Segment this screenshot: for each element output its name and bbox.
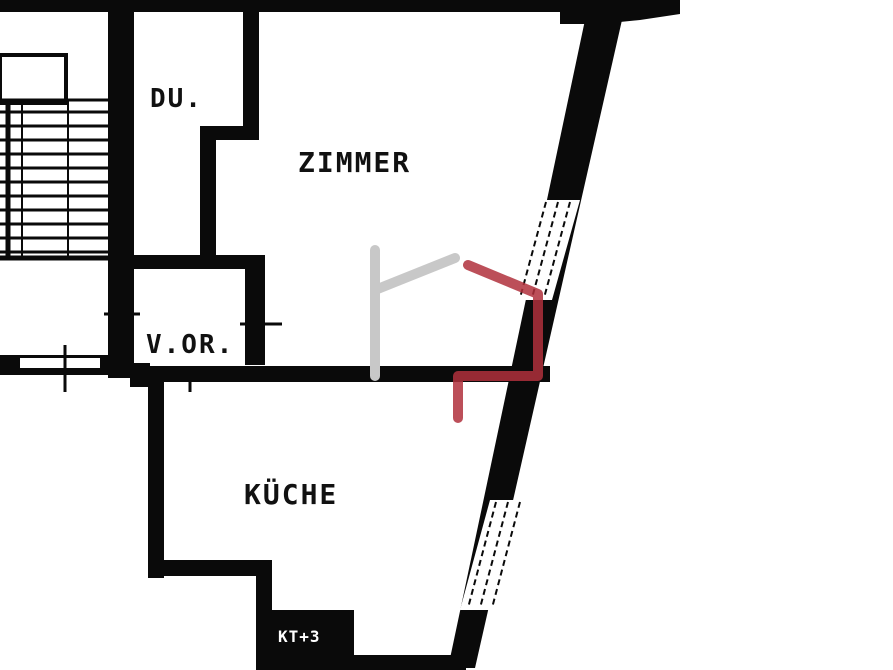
- room-label-kueche: KÜCHE: [244, 478, 339, 511]
- vor-walls: [130, 255, 550, 387]
- red-marker: [453, 260, 543, 423]
- room-label-kt: KT+3: [278, 627, 321, 646]
- du-walls: [130, 12, 265, 269]
- room-label-vor: V.OR.: [146, 330, 235, 360]
- gray-marker: [370, 245, 460, 381]
- staircase: [0, 53, 108, 261]
- window-lower: [460, 500, 528, 610]
- room-label-zimmer: ZIMMER: [298, 146, 412, 179]
- storage-box: [272, 610, 354, 660]
- outer-wall-top: [0, 0, 680, 24]
- window-upper: [512, 200, 580, 300]
- room-label-du: DU.: [150, 84, 203, 114]
- stair-wall: [108, 12, 134, 280]
